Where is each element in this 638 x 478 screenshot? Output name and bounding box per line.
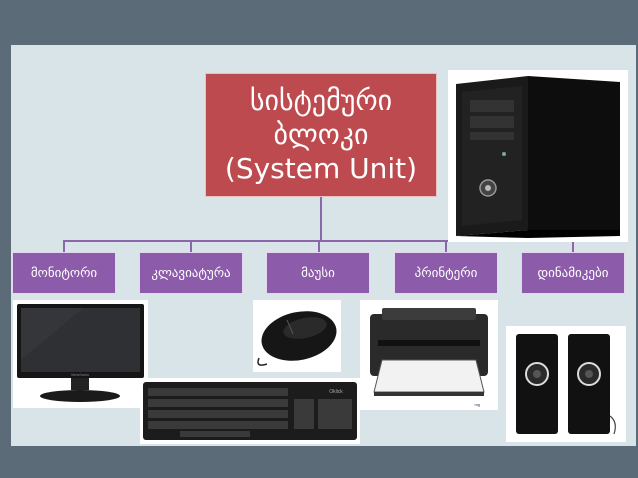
root-title-line3: (System Unit)	[224, 152, 418, 185]
printer-image: mg	[360, 300, 498, 410]
connector-printer	[445, 240, 447, 252]
speakers-image	[506, 326, 626, 442]
child-node-keyboard: კლავიატურა	[139, 252, 243, 294]
connector-keyboard	[190, 240, 192, 252]
root-title-line2: ბლოკი	[273, 118, 369, 151]
keyboard-image: Oklick	[140, 378, 360, 444]
child-node-monitor: მონიტორი	[12, 252, 116, 294]
svg-text:mg: mg	[474, 402, 480, 407]
connector-monitor	[63, 240, 65, 252]
root-title-line1: სისტემური	[249, 84, 393, 117]
connector-speakers	[572, 240, 574, 252]
child-node-speakers: დინამიკები	[521, 252, 625, 294]
child-node-printer: პრინტერი	[394, 252, 498, 294]
connector-trunk	[320, 197, 322, 241]
system-unit-image	[448, 70, 628, 242]
mouse-image	[253, 300, 341, 372]
monitor-image: ViewSonic	[13, 300, 148, 408]
connector-mouse	[318, 240, 320, 252]
child-node-mouse: მაუსი	[266, 252, 370, 294]
root-node-system-unit: სისტემური ბლოკი (System Unit)	[205, 73, 437, 197]
monitor-brand-text: ViewSonic	[71, 372, 90, 377]
keyboard-brand-text: Oklick	[329, 389, 343, 395]
